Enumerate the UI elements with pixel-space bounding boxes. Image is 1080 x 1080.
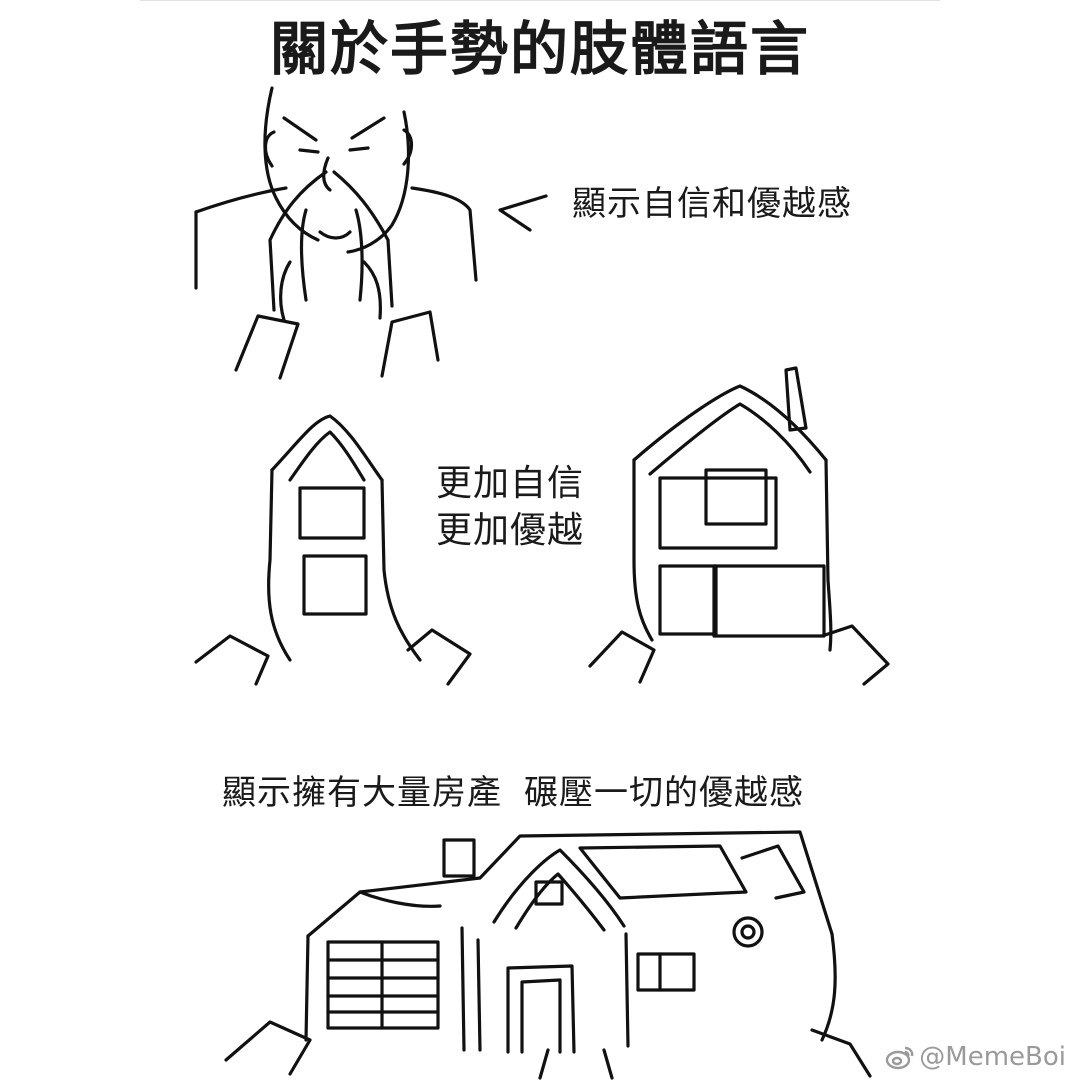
caption-more-confident-line1: 更加自信 bbox=[436, 463, 585, 504]
man-steepling-illustration bbox=[194, 86, 478, 380]
steeple-house-small-illustration bbox=[194, 414, 472, 686]
mansion-hands-illustration bbox=[224, 830, 872, 1080]
page-title: 關於手勢的肢體語言 bbox=[269, 15, 810, 83]
weibo-icon bbox=[886, 1046, 914, 1070]
caption-more-confident: 更加自信 更加優越 bbox=[436, 460, 584, 554]
caption-confidence: 顯示自信和優越感 bbox=[572, 184, 852, 224]
caption-property: 顯示擁有大量房產碾壓一切的優越感 bbox=[222, 765, 804, 814]
steeple-house-large-illustration bbox=[588, 366, 890, 686]
watermark: @MemeBoi bbox=[885, 1042, 1066, 1072]
arrow-icon bbox=[498, 194, 548, 232]
caption-more-confident-line2: 更加優越 bbox=[436, 510, 585, 551]
top-divider bbox=[140, 0, 940, 1]
watermark-handle: @MemeBoi bbox=[919, 1042, 1066, 1072]
caption-property-part2: 碾壓一切的優越感 bbox=[524, 773, 804, 813]
caption-property-part1: 顯示擁有大量房產 bbox=[222, 773, 502, 813]
